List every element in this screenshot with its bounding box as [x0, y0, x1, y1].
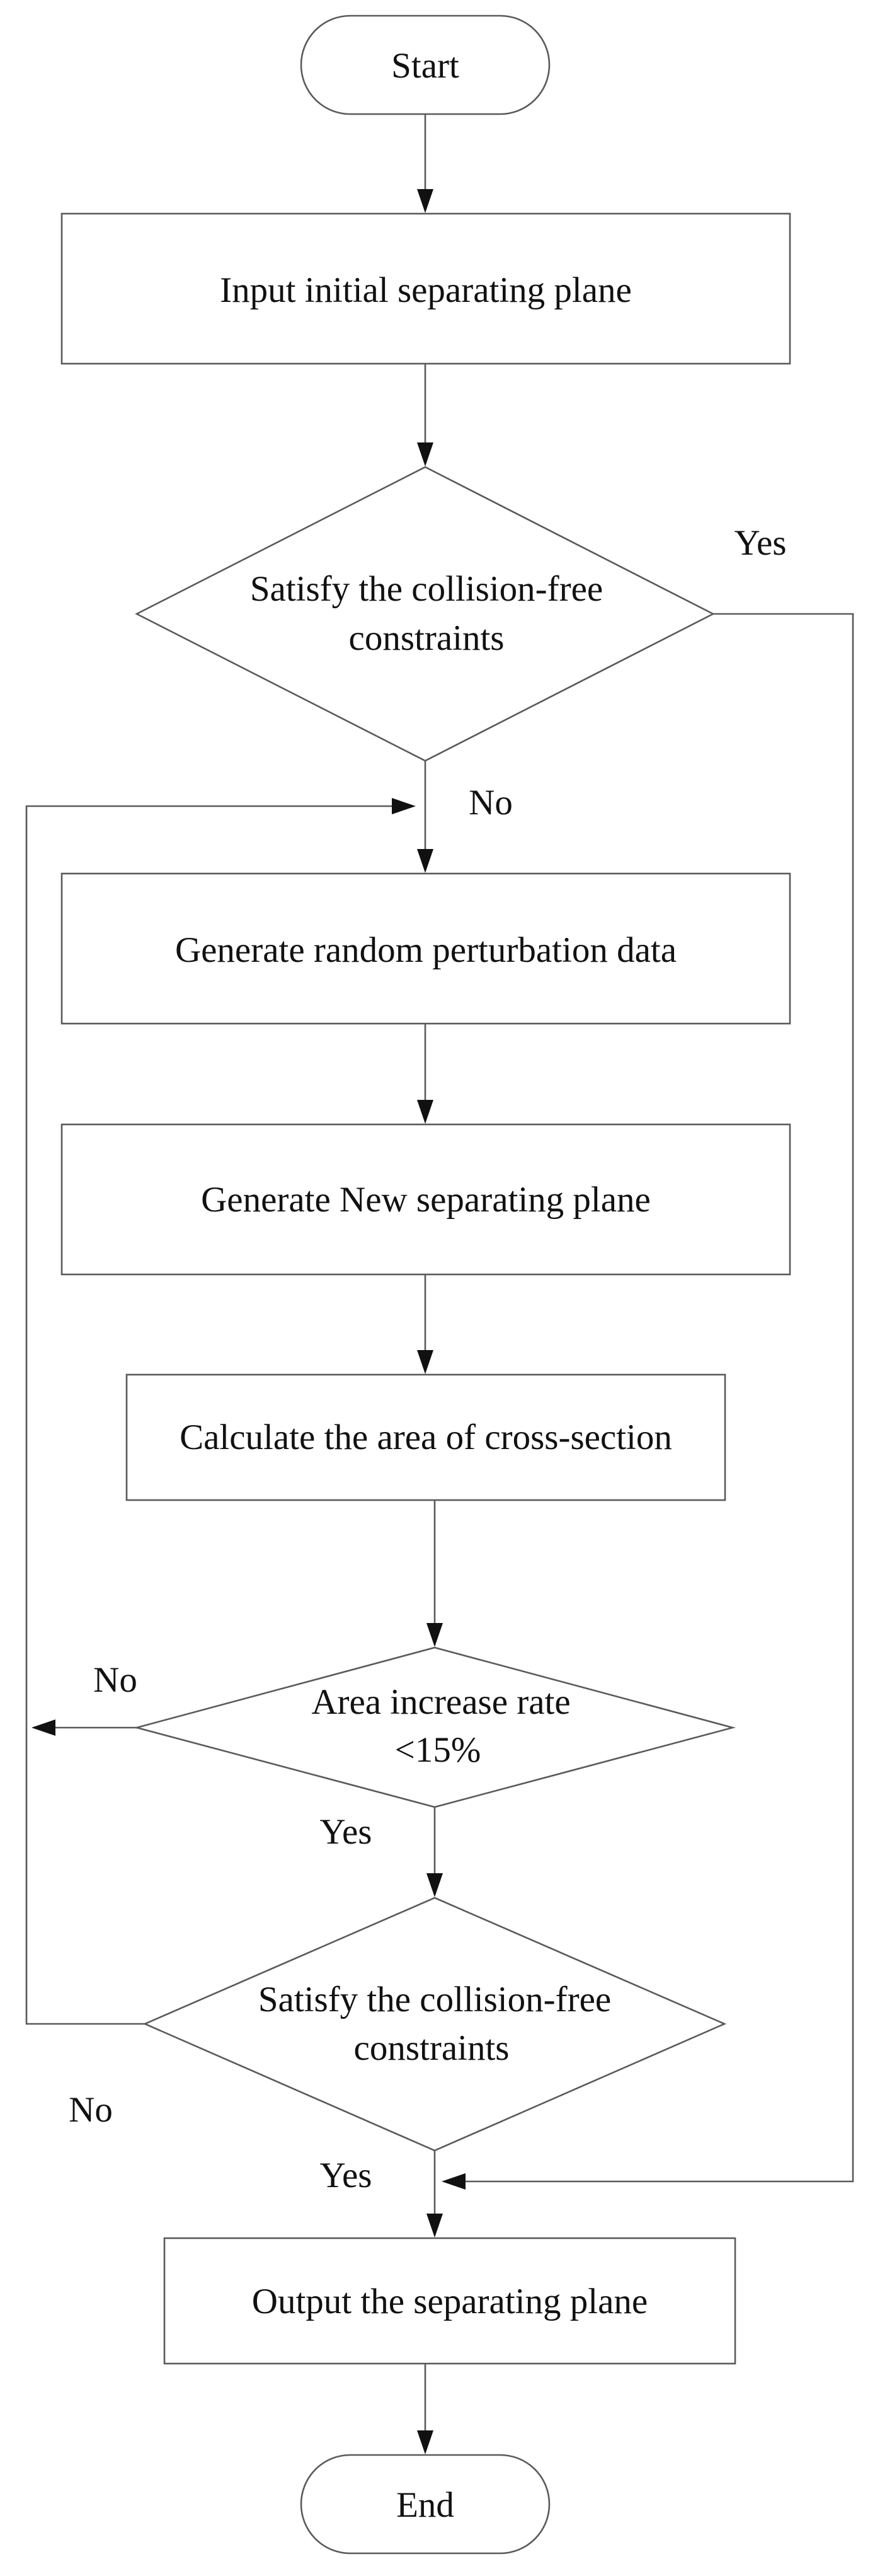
start-to-input-arrowhead — [417, 189, 433, 213]
newplane-to-calc-arrowhead — [417, 1350, 433, 1374]
collision-check-label-line1: Satisfy the collision-free — [250, 569, 603, 609]
check-yes-bypass-line — [462, 613, 854, 2183]
output-plane-box — [163, 2237, 736, 2365]
input-plane-label: Input initial separating plane — [220, 270, 632, 310]
recheck-yes-to-output-arrowhead — [426, 2214, 443, 2238]
collision-check-diamond — [135, 466, 715, 762]
collision-recheck-diamond — [142, 1897, 727, 2152]
perturbation-to-newplane-arrowhead — [417, 1100, 433, 1124]
calc-to-rate-arrowhead — [426, 1623, 443, 1647]
area-rate-diamond — [133, 1646, 736, 1808]
area-rate-label-line1: Area increase rate — [311, 1682, 570, 1722]
rate-yes-to-recheck-arrowhead — [426, 1873, 443, 1897]
bypass-merge-arrowhead — [442, 2173, 466, 2190]
area-rate-label-line2: <15% — [395, 1730, 481, 1770]
end-terminal — [300, 2454, 551, 2555]
output-plane-label: Output the separating plane — [252, 2282, 648, 2321]
perturbation-box — [60, 872, 791, 1025]
new-plane-label: Generate New separating plane — [201, 1180, 651, 1220]
check1-yes-label: Yes — [735, 523, 787, 563]
new-plane-box — [60, 1123, 791, 1276]
recheck-no-loop-line — [25, 805, 395, 2025]
area-calc-box — [125, 1373, 726, 1501]
collision-recheck-label-line1: Satisfy the collision-free — [258, 1980, 611, 2019]
rate-yes-label: Yes — [320, 1812, 372, 1852]
end-label: End — [396, 2485, 454, 2525]
rate-no-arrowhead — [31, 1719, 55, 1736]
perturbation-label: Generate random perturbation data — [175, 930, 677, 970]
rate-no-label: No — [93, 1660, 137, 1700]
check-no-to-perturbation-arrowhead — [417, 849, 433, 873]
collision-recheck-label-line2: constraints — [354, 2028, 510, 2068]
output-to-end-arrowhead — [417, 2430, 433, 2454]
loop-return-arrowhead — [392, 798, 416, 814]
check1-no-label: No — [469, 783, 513, 823]
start-label: Start — [391, 46, 459, 86]
area-calc-label: Calculate the area of cross-section — [180, 1418, 672, 1457]
input-plane-box — [60, 212, 791, 365]
recheck-yes-label: Yes — [320, 2156, 372, 2195]
input-to-check-arrowhead — [417, 442, 433, 466]
recheck-no-label: No — [69, 2090, 113, 2130]
collision-check-label-line2: constraints — [349, 618, 505, 658]
